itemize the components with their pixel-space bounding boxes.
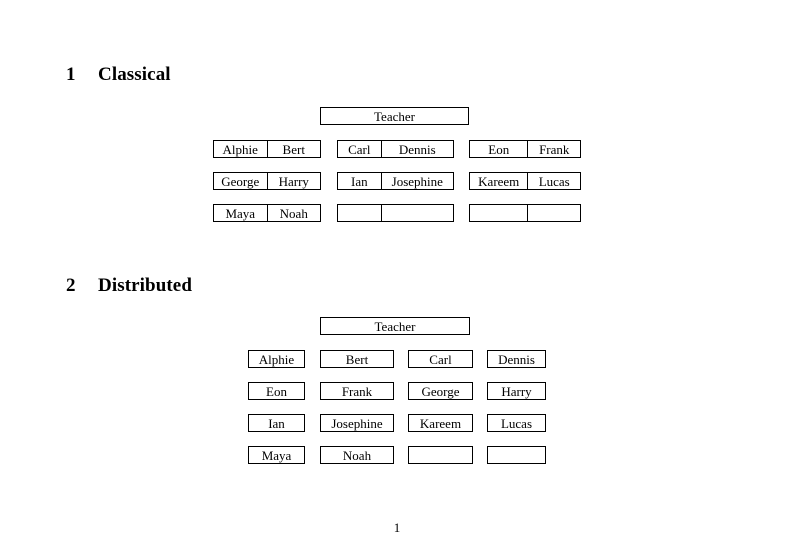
distributed-cell: Carl — [408, 350, 473, 368]
classical-group-3-row-1: Eon Frank — [469, 140, 581, 158]
distributed-cell: Alphie — [248, 350, 305, 368]
classical-group-3-row-3 — [469, 204, 581, 222]
classical-group-2-row-2: Ian Josephine — [337, 172, 454, 190]
classical-teacher-box: Teacher — [320, 107, 469, 125]
table-cell: Eon — [488, 141, 510, 157]
distributed-cell: Noah — [320, 446, 394, 464]
table-cell: Dennis — [380, 141, 453, 157]
distributed-cell: Bert — [320, 350, 394, 368]
table-cell: Ian — [351, 173, 368, 189]
classical-group-3-row-2: Kareem Lucas — [469, 172, 581, 190]
section-heading-classical: 1 Classical — [66, 64, 171, 86]
table-cell: Bert — [266, 141, 321, 157]
distributed-cell: Maya — [248, 446, 305, 464]
table-cell — [527, 205, 580, 221]
table-cell: Noah — [266, 205, 321, 221]
section-number: 2 — [66, 275, 76, 296]
distributed-cell: Dennis — [487, 350, 546, 368]
table-cell: Carl — [348, 141, 371, 157]
section-title: Classical — [98, 64, 171, 85]
distributed-cell: Frank — [320, 382, 394, 400]
classical-group-1-row-3: Maya Noah — [213, 204, 321, 222]
table-cell — [338, 205, 381, 221]
table-cell — [380, 205, 453, 221]
table-cell — [470, 205, 527, 221]
section-number: 1 — [66, 64, 76, 85]
distributed-cell: Kareem — [408, 414, 473, 432]
distributed-cell: Lucas — [487, 414, 546, 432]
distributed-cell: Ian — [248, 414, 305, 432]
table-cell: Kareem — [478, 173, 520, 189]
classical-group-2-row-3 — [337, 204, 454, 222]
classical-group-1-row-1: Alphie Bert — [213, 140, 321, 158]
distributed-cell: Harry — [487, 382, 546, 400]
classical-group-2-row-1: Carl Dennis — [337, 140, 454, 158]
distributed-cell: George — [408, 382, 473, 400]
table-cell: Frank — [527, 141, 580, 157]
table-cell: Alphie — [222, 141, 258, 157]
table-cell: Harry — [266, 173, 321, 189]
page-number: 1 — [393, 520, 401, 535]
distributed-cell: Josephine — [320, 414, 394, 432]
table-cell: George — [221, 173, 260, 189]
section-heading-distributed: 2 Distributed — [66, 275, 192, 297]
table-cell: Lucas — [527, 173, 580, 189]
classical-group-1-row-2: George Harry — [213, 172, 321, 190]
table-cell: Maya — [225, 205, 256, 221]
distributed-teacher-box: Teacher — [320, 317, 470, 335]
distributed-cell: Eon — [248, 382, 305, 400]
distributed-cell — [408, 446, 473, 464]
distributed-cell — [487, 446, 546, 464]
table-cell: Josephine — [380, 173, 453, 189]
section-title: Distributed — [98, 275, 192, 296]
